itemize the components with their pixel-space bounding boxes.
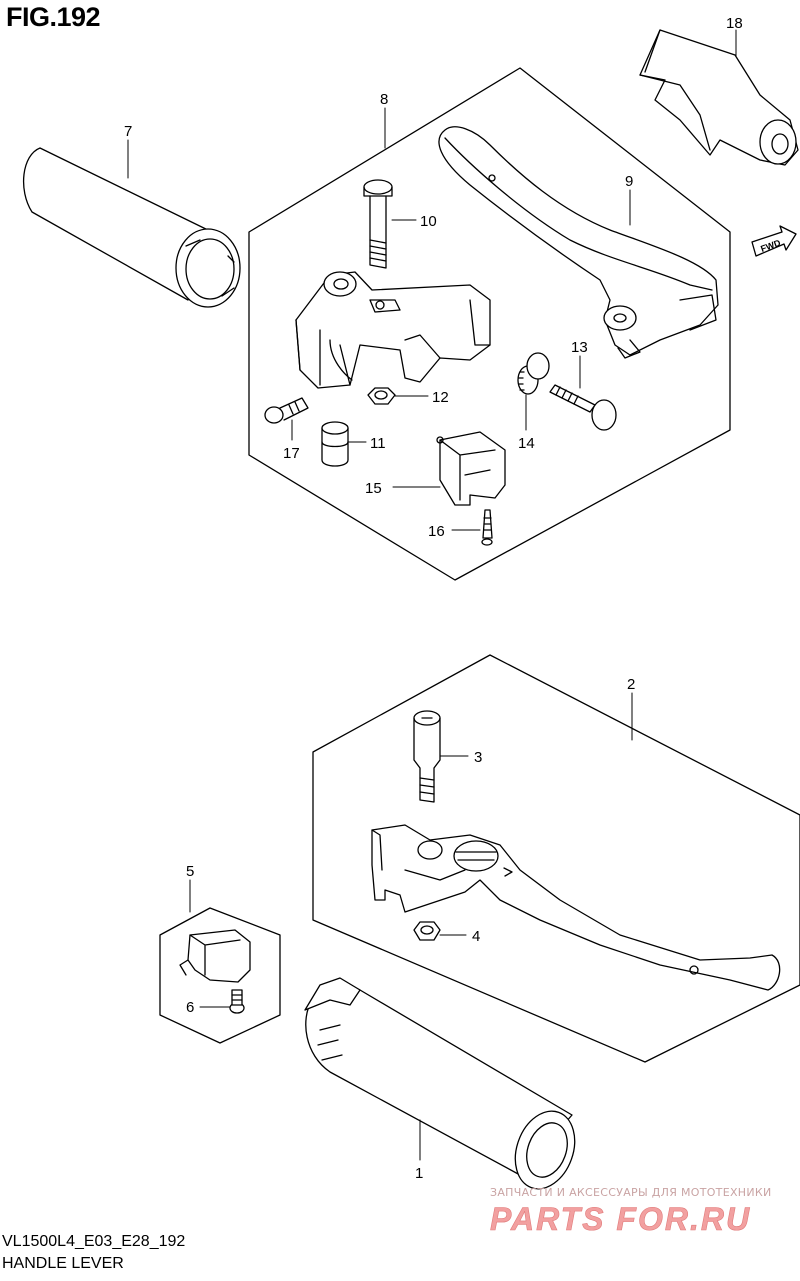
diagram-name: HANDLE LEVER bbox=[2, 1255, 124, 1272]
brake-lever-2 bbox=[371, 824, 781, 991]
clutch-switch-15 bbox=[436, 431, 506, 506]
clutch-lever-9 bbox=[438, 126, 719, 359]
screw-6 bbox=[229, 989, 245, 1014]
callout-5: 5 bbox=[186, 863, 194, 880]
callout-10: 10 bbox=[420, 213, 437, 230]
callout-6: 6 bbox=[186, 999, 194, 1016]
screw-17 bbox=[264, 397, 309, 424]
switch-box-5 bbox=[159, 907, 281, 1044]
grip-7 bbox=[22, 147, 241, 308]
fwd-arrow-icon: FWD bbox=[751, 225, 797, 257]
callout-4: 4 bbox=[472, 928, 480, 945]
callout-9: 9 bbox=[625, 173, 633, 190]
nut-4 bbox=[413, 921, 441, 941]
callout-1: 1 bbox=[415, 1165, 423, 1182]
assembly-outline-2 bbox=[312, 654, 800, 1063]
adjuster-14 bbox=[517, 352, 550, 395]
callout-17: 17 bbox=[283, 445, 300, 462]
lever-guard-18 bbox=[639, 29, 799, 166]
callout-3: 3 bbox=[474, 749, 482, 766]
leader-lines bbox=[127, 29, 737, 1161]
watermark-tagline: ЗАПЧАСТИ И АКСЕССУАРЫ ДЛЯ МОТОТЕХНИКИ bbox=[490, 1186, 772, 1199]
brake-switch-5 bbox=[179, 929, 251, 983]
callout-2: 2 bbox=[627, 676, 635, 693]
callout-15: 15 bbox=[365, 480, 382, 497]
callout-13: 13 bbox=[571, 339, 588, 356]
diagram-code: VL1500L4_E03_E28_192 bbox=[2, 1233, 186, 1250]
nut-12 bbox=[367, 387, 396, 405]
callout-8: 8 bbox=[380, 91, 388, 108]
callout-14: 14 bbox=[518, 435, 535, 452]
watermark-logo-text: PARTS FOR.RU bbox=[490, 1201, 751, 1237]
throttle-grip-1 bbox=[304, 977, 576, 1190]
figure-title: FIG.192 bbox=[6, 2, 101, 32]
watermark-logo: PARTS FOR.RU bbox=[490, 1201, 751, 1238]
callout-12: 12 bbox=[432, 389, 449, 406]
pin-11 bbox=[321, 421, 349, 467]
lever-holder-8 bbox=[295, 271, 491, 389]
callout-7: 7 bbox=[124, 123, 132, 140]
callout-11: 11 bbox=[370, 435, 386, 452]
assembly-outline-8 bbox=[248, 67, 731, 581]
pivot-bolt-10 bbox=[363, 179, 393, 269]
callout-18: 18 bbox=[726, 15, 743, 32]
screw-16 bbox=[481, 509, 493, 546]
adjuster-bolt-13 bbox=[549, 384, 617, 431]
callout-16: 16 bbox=[428, 523, 445, 540]
pivot-bolt-3 bbox=[413, 710, 441, 803]
